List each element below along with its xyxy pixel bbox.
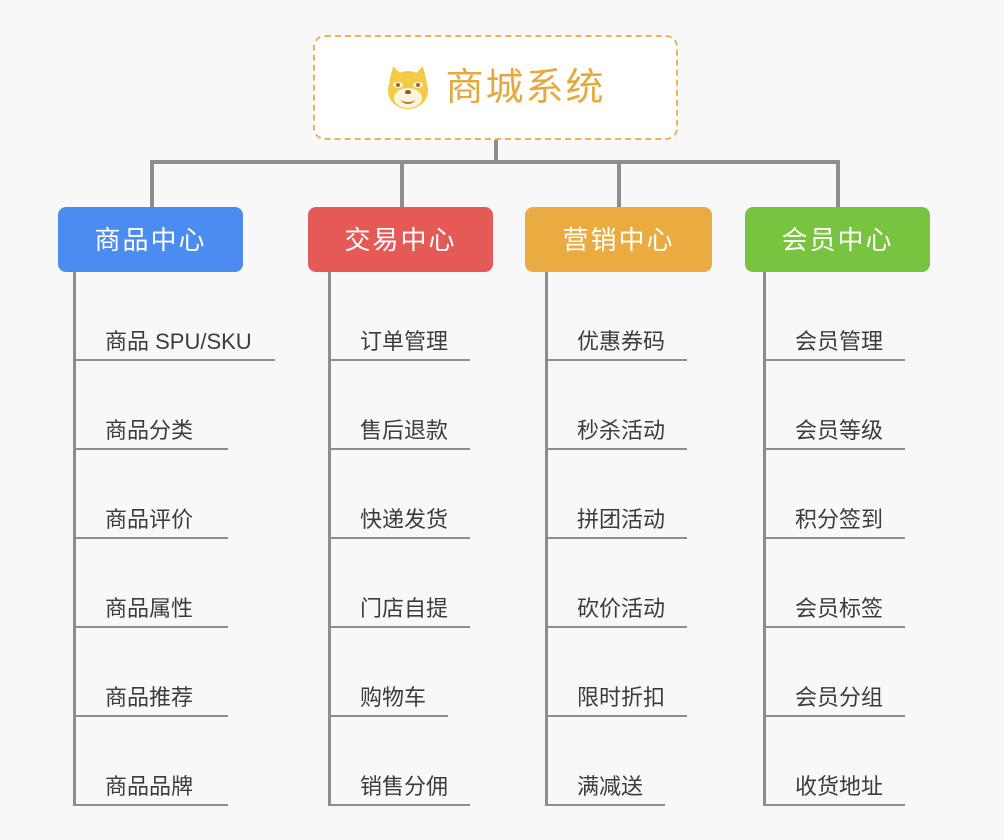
branch-trunk xyxy=(545,272,548,806)
connector-horizontal-bus xyxy=(150,160,840,164)
leaf-label: 商品分类 xyxy=(105,417,194,443)
leaf-label: 商品属性 xyxy=(105,595,194,621)
category-label: 商品中心 xyxy=(94,224,207,255)
leaf-item[interactable]: 会员分组 xyxy=(763,628,905,717)
leaf-label: 满减送 xyxy=(577,773,644,799)
connector-root-stem xyxy=(494,140,498,163)
leaf-label: 售后退款 xyxy=(360,417,449,443)
leaf-item[interactable]: 售后退款 xyxy=(328,361,470,450)
leaf-label: 门店自提 xyxy=(360,595,449,621)
connector-drop-branch-1 xyxy=(150,160,154,207)
leaf-item[interactable]: 优惠券码 xyxy=(545,272,687,361)
leaf-item[interactable]: 限时折扣 xyxy=(545,628,687,717)
root-node-shopping-mall-system[interactable]: 商城系统 xyxy=(313,35,678,140)
leaf-item[interactable]: 商品分类 xyxy=(73,361,228,450)
leaf-item[interactable]: 商品推荐 xyxy=(73,628,228,717)
leaf-item[interactable]: 商品评价 xyxy=(73,450,228,539)
leaf-item[interactable]: 会员管理 xyxy=(763,272,905,361)
category-label: 交易中心 xyxy=(344,224,457,255)
category-header-product-center[interactable]: 商品中心 xyxy=(58,207,243,272)
leaf-item[interactable]: 积分签到 xyxy=(763,450,905,539)
branch-trunk xyxy=(73,272,76,806)
leaf-label: 订单管理 xyxy=(360,328,449,354)
leaf-label: 商品推荐 xyxy=(105,684,194,710)
shiba-inu-dog-face-icon xyxy=(385,63,431,111)
category-header-member-center[interactable]: 会员中心 xyxy=(745,207,930,272)
leaf-item[interactable]: 快递发货 xyxy=(328,450,470,539)
leaf-label: 会员等级 xyxy=(795,417,884,443)
leaf-label: 商品 SPU/SKU xyxy=(105,328,252,354)
leaf-label: 收货地址 xyxy=(795,773,884,799)
category-header-marketing-center[interactable]: 营销中心 xyxy=(525,207,712,272)
leaf-item[interactable]: 拼团活动 xyxy=(545,450,687,539)
leaf-label: 拼团活动 xyxy=(577,506,666,532)
connector-drop-branch-4 xyxy=(836,160,840,207)
leaf-label: 销售分佣 xyxy=(360,773,449,799)
leaf-item[interactable]: 销售分佣 xyxy=(328,717,470,806)
leaf-label: 秒杀活动 xyxy=(577,417,666,443)
leaf-item[interactable]: 商品属性 xyxy=(73,539,228,628)
leaf-item[interactable]: 订单管理 xyxy=(328,272,470,361)
leaf-item[interactable]: 满减送 xyxy=(545,717,665,806)
leaf-label: 会员标签 xyxy=(795,595,884,621)
branch-trunk xyxy=(328,272,331,806)
connector-drop-branch-2 xyxy=(400,160,404,207)
category-label: 营销中心 xyxy=(562,224,675,255)
leaf-item[interactable]: 门店自提 xyxy=(328,539,470,628)
leaf-item[interactable]: 购物车 xyxy=(328,628,448,717)
leaf-item[interactable]: 秒杀活动 xyxy=(545,361,687,450)
leaf-item[interactable]: 砍价活动 xyxy=(545,539,687,628)
leaf-item[interactable]: 商品 SPU/SKU xyxy=(73,272,275,361)
leaf-label: 商品评价 xyxy=(105,506,194,532)
root-node-title: 商城系统 xyxy=(445,66,606,109)
connector-drop-branch-3 xyxy=(617,160,621,207)
leaf-label: 购物车 xyxy=(360,684,427,710)
leaf-label: 会员分组 xyxy=(795,684,884,710)
branch-trunk xyxy=(763,272,766,806)
leaf-label: 会员管理 xyxy=(795,328,884,354)
leaf-label: 优惠券码 xyxy=(577,328,666,354)
leaf-item[interactable]: 商品品牌 xyxy=(73,717,228,806)
leaf-item[interactable]: 会员标签 xyxy=(763,539,905,628)
leaf-label: 积分签到 xyxy=(795,506,884,532)
category-header-trade-center[interactable]: 交易中心 xyxy=(308,207,493,272)
leaf-label: 砍价活动 xyxy=(577,595,666,621)
leaf-label: 商品品牌 xyxy=(105,773,194,799)
category-label: 会员中心 xyxy=(781,224,894,255)
leaf-item[interactable]: 收货地址 xyxy=(763,717,905,806)
leaf-item[interactable]: 会员等级 xyxy=(763,361,905,450)
leaf-label: 快递发货 xyxy=(360,506,449,532)
leaf-label: 限时折扣 xyxy=(577,684,666,710)
